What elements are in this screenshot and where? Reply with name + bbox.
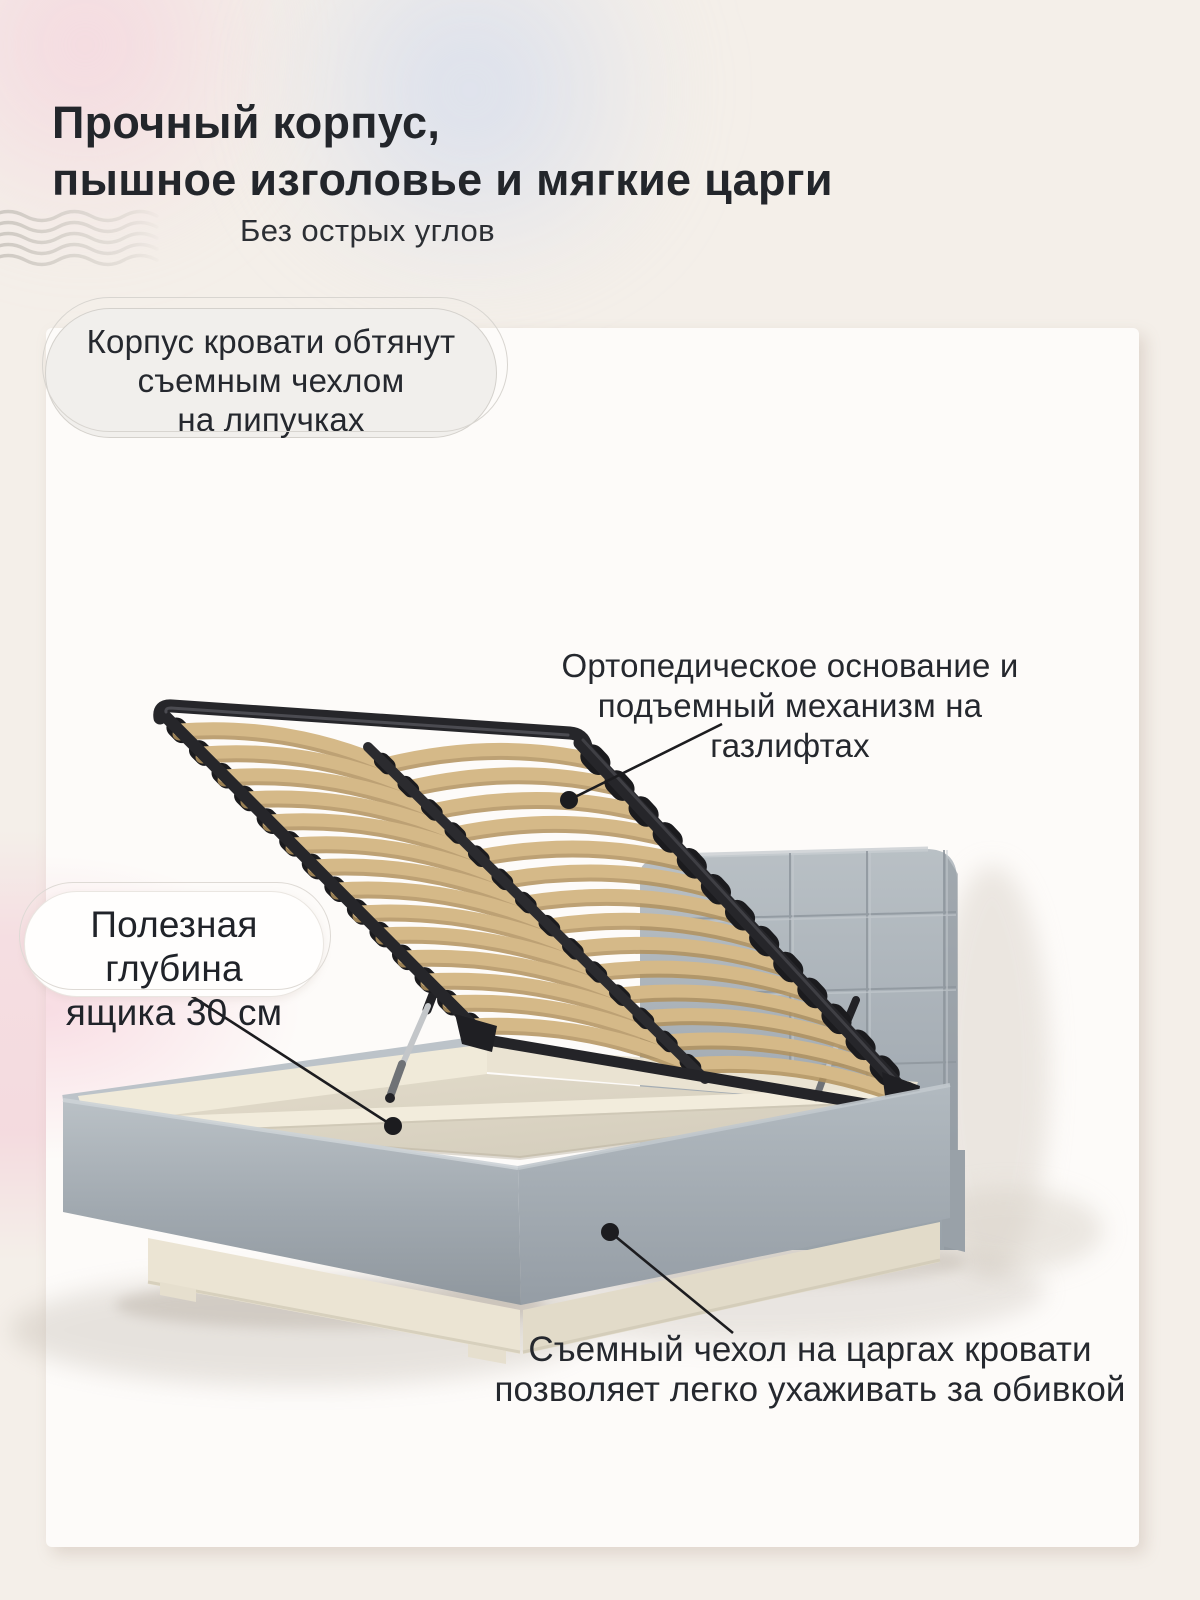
- annotation-base: Ортопедическое основание и подъемный мех…: [555, 646, 1025, 766]
- pointer-dot-care: [601, 1223, 619, 1241]
- callout-cover-line: съемным чехлом: [137, 362, 405, 399]
- callout-cover-line: Корпус кровати обтянут: [86, 323, 456, 360]
- page-title-line2: пышное изголовье и мягкие царги: [52, 154, 833, 205]
- annotation-care-line: позволяет легко ухаживать за обивкой: [494, 1370, 1126, 1409]
- bed-foot: [468, 1344, 506, 1364]
- waves-icon: [0, 209, 159, 267]
- callout-cover: Корпус кровати обтянут съемным чехлом на…: [42, 297, 508, 438]
- pointer-line-base: [568, 722, 723, 802]
- plinth-right: [523, 1222, 940, 1354]
- frame-cross-rail: [481, 1034, 931, 1120]
- callout-depth: Полезная глубина ящика 30 см: [19, 882, 331, 1033]
- background-pink-strip: [0, 830, 46, 1260]
- callout-depth-line: Полезная глубина: [90, 904, 258, 989]
- plinth-left: [148, 1238, 520, 1354]
- page-title: Прочный корпус, пышное изголовье и мягки…: [52, 94, 833, 208]
- callout-depth-line: ящика 30 см: [65, 992, 283, 1033]
- frame-right-rail: [573, 736, 932, 1121]
- frame-central-rail: [363, 742, 710, 1084]
- page-title-line1: Прочный корпус,: [52, 97, 441, 148]
- page-subtitle: Без острых углов: [240, 213, 495, 248]
- hinge-bracket-left: [455, 1014, 497, 1052]
- slat-base-frame: [153, 699, 937, 1126]
- annotation-base-line: газлифтах: [710, 727, 870, 764]
- pointer-dot-base: [560, 791, 578, 809]
- annotation-base-line: Ортопедическое основание и: [561, 647, 1019, 684]
- callout-cover-line: на липучках: [177, 401, 365, 438]
- pointer-line-care: [609, 1230, 734, 1335]
- annotation-care: Съемный чехол на царгах кровати позволяе…: [440, 1330, 1180, 1410]
- slats: [172, 722, 916, 1104]
- pointer-dot-depth: [384, 1117, 402, 1135]
- annotation-base-line: подъемный механизм на: [597, 687, 983, 724]
- annotation-care-line: Съемный чехол на царгах кровати: [528, 1330, 1092, 1369]
- box-front-right-rail: [518, 1085, 950, 1305]
- bed-foot: [160, 1282, 196, 1302]
